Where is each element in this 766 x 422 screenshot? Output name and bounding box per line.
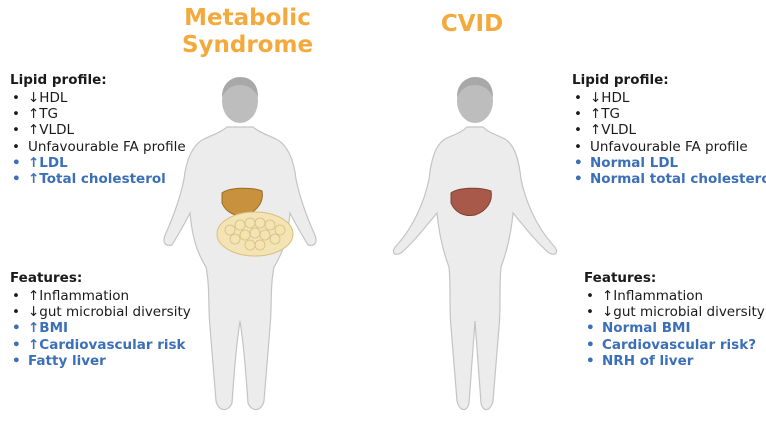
normal-liver-organ xyxy=(450,187,492,216)
right-lipid-item: Unfavourable FA profile xyxy=(572,139,766,155)
normal-hair xyxy=(457,77,493,97)
left-feature-item: ↓gut microbial diversity xyxy=(10,304,191,320)
visceral-fat-tissue xyxy=(216,211,294,257)
left-feature-item-highlight: ↑Cardiovascular risk xyxy=(10,337,191,353)
right-lipid-item: ↑VLDL xyxy=(572,122,766,138)
left-feature-item-highlight: Fatty liver xyxy=(10,353,191,369)
left-feature-item: ↑Inflammation xyxy=(10,288,191,304)
right-lipid-item-highlight: Normal LDL xyxy=(572,155,766,171)
normal-body-silhouette xyxy=(392,126,558,411)
right-features: Features: ↑Inflammation ↓gut microbial d… xyxy=(584,270,765,369)
obese-head xyxy=(222,79,258,123)
right-feature-item-highlight: NRH of liver xyxy=(584,353,765,369)
title-line-1: Metabolic xyxy=(184,5,311,31)
normal-body-figure xyxy=(392,77,558,411)
right-feature-item-highlight: Cardiovascular risk? xyxy=(584,337,765,353)
left-features-heading: Features: xyxy=(10,270,83,286)
right-lipid-heading: Lipid profile: xyxy=(572,72,669,88)
title-line-2: Syndrome xyxy=(181,32,314,58)
right-features-heading: Features: xyxy=(584,270,657,286)
left-lipid-profile: Lipid profile: ↓HDL ↑TG ↑VLDL Unfavourab… xyxy=(10,72,186,187)
normal-head xyxy=(457,79,493,123)
metabolic-syndrome-title: Metabolic Syndrome xyxy=(180,5,315,59)
fatty-liver-organ xyxy=(221,187,263,216)
left-lipid-item: Unfavourable FA profile xyxy=(10,139,186,155)
cvid-title: CVID xyxy=(440,11,504,37)
left-lipid-heading: Lipid profile: xyxy=(10,72,107,88)
left-lipid-item: ↑TG xyxy=(10,106,186,122)
right-feature-item-highlight: Normal BMI xyxy=(584,320,765,336)
left-lipid-item-highlight: ↑LDL xyxy=(10,155,186,171)
left-lipid-item: ↓HDL xyxy=(10,90,186,106)
right-feature-item: ↑Inflammation xyxy=(584,288,765,304)
right-lipid-item: ↑TG xyxy=(572,106,766,122)
left-lipid-item: ↑VLDL xyxy=(10,122,186,138)
obese-hair xyxy=(222,77,258,97)
obese-body-silhouette xyxy=(163,126,317,411)
left-features: Features: ↑Inflammation ↓gut microbial d… xyxy=(10,270,191,369)
left-feature-item-highlight: ↑BMI xyxy=(10,320,191,336)
right-lipid-item-highlight: Normal total cholesterol xyxy=(572,171,766,187)
right-lipid-profile: Lipid profile: ↓HDL ↑TG ↑VLDL Unfavourab… xyxy=(572,72,766,187)
right-lipid-item: ↓HDL xyxy=(572,90,766,106)
right-feature-item: ↓gut microbial diversity xyxy=(584,304,765,320)
left-lipid-item-highlight: ↑Total cholesterol xyxy=(10,171,186,187)
obese-body-figure xyxy=(163,77,317,411)
fat-cells xyxy=(224,217,286,251)
